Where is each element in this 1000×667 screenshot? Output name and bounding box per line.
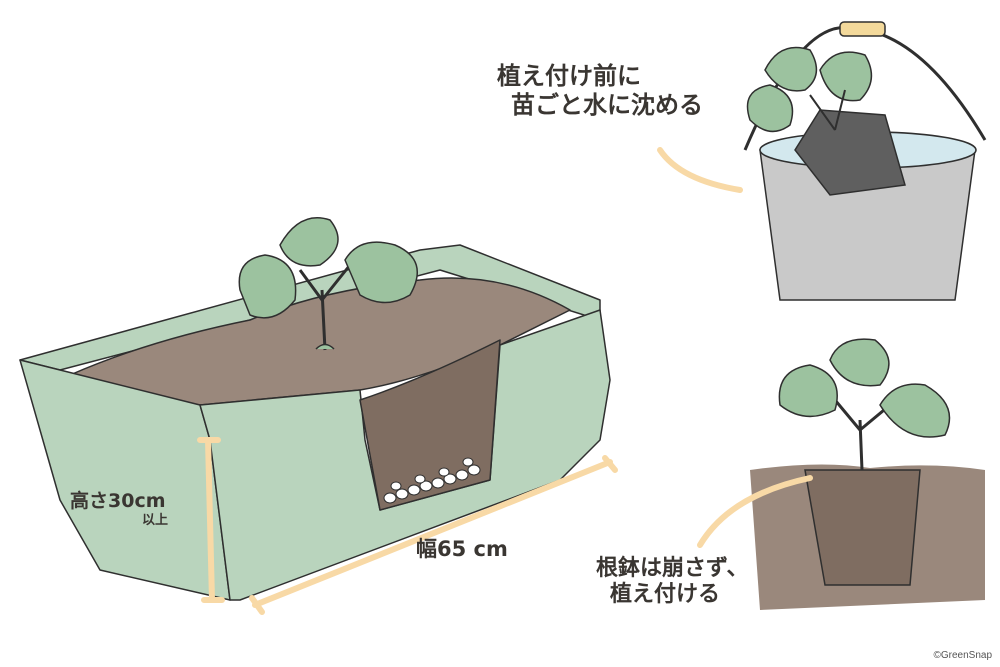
height-arrow	[205, 437, 215, 603]
height-line-2: 以上	[142, 512, 169, 528]
soak-instruction-label: 植え付け前に 苗ごと水に沈める	[497, 62, 703, 120]
measurement-arrows	[197, 437, 618, 615]
soak-line-1: 植え付け前に	[497, 62, 641, 90]
height-line-1: 高さ30cm	[70, 490, 166, 512]
bucket-illustration	[743, 21, 987, 301]
soak-pointer-arrow	[657, 147, 743, 193]
height-label: 高さ30cm 以上	[70, 490, 168, 528]
soak-line-2: 苗ごと水に沈める	[511, 90, 703, 119]
ground-planting-illustration	[750, 338, 985, 610]
width-arrow	[252, 459, 613, 608]
copyright-credit: ©GreenSnap	[933, 650, 992, 661]
root-line-2: 植え付ける	[610, 582, 721, 608]
root-instruction-label: 根鉢は崩さず、 植え付ける	[596, 556, 748, 609]
planter-illustration	[19, 217, 611, 601]
root-pointer-arrow	[697, 475, 813, 548]
root-line-1: 根鉢は崩さず、	[596, 556, 749, 581]
width-label: 幅65 cm	[416, 537, 508, 561]
